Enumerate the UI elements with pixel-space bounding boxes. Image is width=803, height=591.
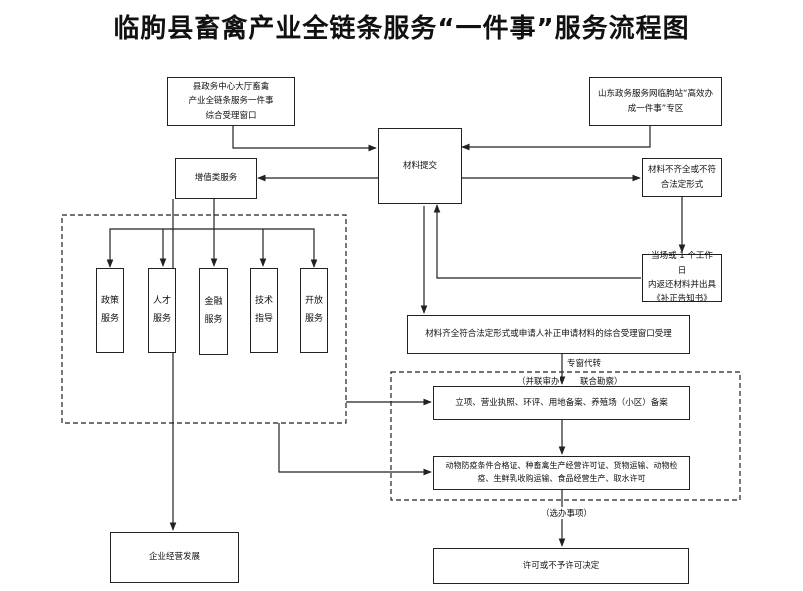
parallel-label: （并联审办 xyxy=(517,375,560,387)
shandong-portal-zone: 山东政务服务网临朐站“高效办 成一件事”专区 xyxy=(589,77,722,126)
incomplete-materials: 材料不齐全或不符 合法定形式 xyxy=(642,158,722,197)
correction-notice: 当场或 1 个工作日 内返还材料并出具 《补正告知书》 xyxy=(642,251,722,304)
county-hall-window: 县政务中心大厅畜禽 产业全链条服务一件事 综合受理窗口 xyxy=(167,77,295,126)
approval-group-frame xyxy=(390,371,741,501)
optional-items-label: （选办事项） xyxy=(541,507,593,519)
service-finance: 金融 服务 xyxy=(199,268,228,355)
second-approval-step: 动物防疫条件合格证、种畜禽生产经营许可证、货物运输、动物检 疫、生鲜乳收购运输、… xyxy=(433,456,690,490)
service-technical: 技术 指导 xyxy=(250,268,278,353)
service-talent: 人才 服务 xyxy=(148,268,176,353)
service-policy: 政策 服务 xyxy=(96,268,124,353)
material-submission: 材料提交 xyxy=(378,128,462,204)
joint-survey-label: 联合勘察） xyxy=(580,375,623,387)
first-approval-step: 立项、营业执照、环评、用地备案、养殖场（小区）备案 xyxy=(433,386,690,420)
page-title: 临朐县畜禽产业全链条服务“一件事”服务流程图 xyxy=(113,14,690,44)
acceptance-window: 材料齐全符合法定形式或申请人补正申请材料的综合受理窗口受理 xyxy=(407,315,690,354)
enterprise-development: 企业经营发展 xyxy=(110,532,239,583)
agency-transfer-label: 专窗代转 xyxy=(567,357,602,369)
value-added-services: 增值类服务 xyxy=(175,158,257,199)
license-decision: 许可或不予许可决定 xyxy=(433,548,689,584)
services-group-frame xyxy=(61,214,347,424)
service-opening: 开放 服务 xyxy=(300,268,328,353)
